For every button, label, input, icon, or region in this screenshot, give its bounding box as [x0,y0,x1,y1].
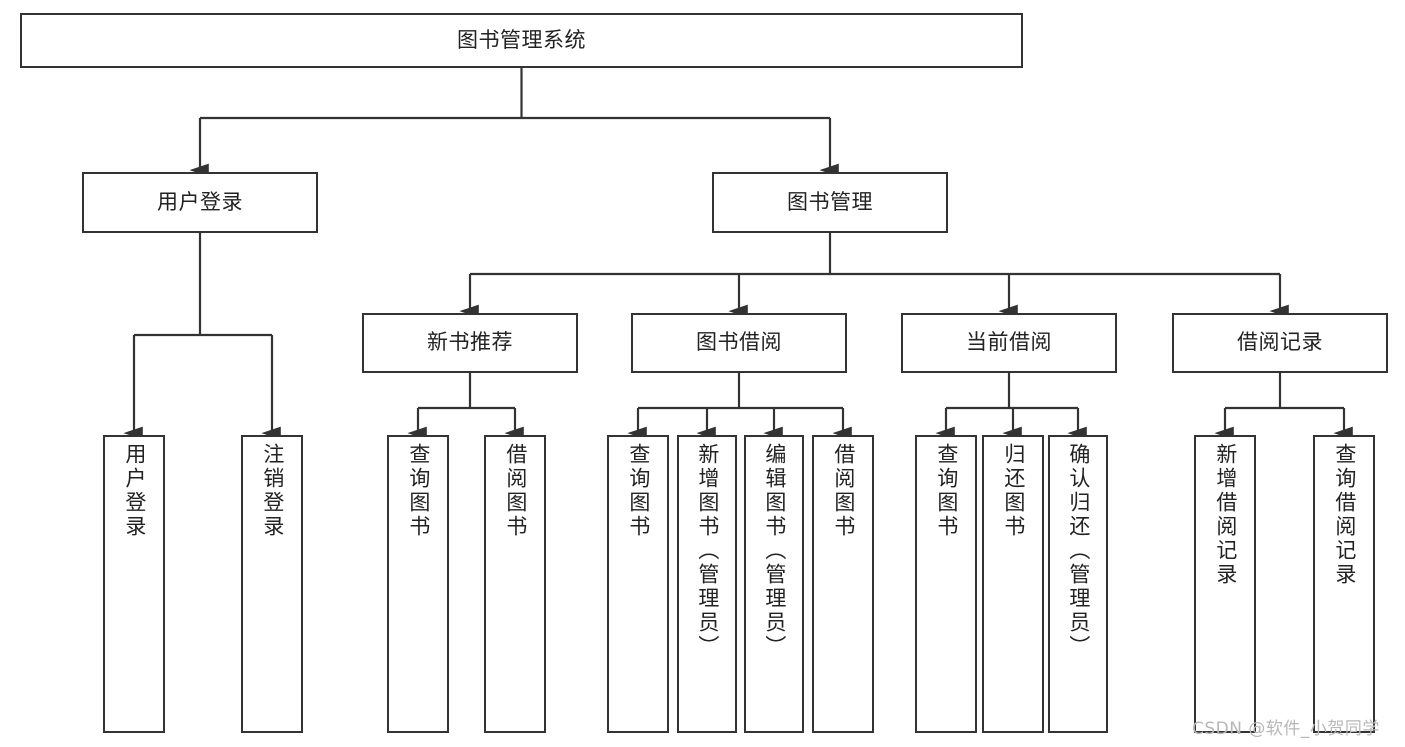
node-label: 图书借阅 [696,330,782,355]
node-label: 新增借阅记录 [1213,443,1238,587]
node-label: 图书管理 [787,189,873,214]
node-label: 查询借阅记录 [1332,443,1357,587]
node-label: 确认归还（管理员） [1066,443,1091,659]
node-leaf-query-book-2[interactable]: 查询图书 [607,435,669,733]
csdn-watermark: CSDN @软件_小贺同学 [1192,719,1380,739]
node-label: 借阅图书 [503,443,528,539]
node-leaf-query-book-3[interactable]: 查询图书 [915,435,977,733]
node-book-borrow[interactable]: 图书借阅 [631,313,847,373]
node-label: 新书推荐 [427,330,513,355]
node-label: 查询图书 [626,443,651,539]
node-leaf-edit-book[interactable]: 编辑图书（管理员） [744,435,804,733]
node-label: 查询图书 [934,443,959,539]
node-leaf-query-record[interactable]: 查询借阅记录 [1313,435,1375,733]
node-leaf-return-book[interactable]: 归还图书 [982,435,1044,733]
node-leaf-user-login[interactable]: 用户登录 [103,435,165,733]
node-borrow-record[interactable]: 借阅记录 [1172,313,1388,373]
node-label: 借阅记录 [1237,330,1323,355]
node-label: 归还图书 [1001,443,1026,539]
node-label: 新增图书（管理员） [695,443,720,659]
node-new-book-rec[interactable]: 新书推荐 [362,313,578,373]
node-book-manage[interactable]: 图书管理 [712,172,948,233]
node-leaf-confirm-return[interactable]: 确认归还（管理员） [1048,435,1108,733]
node-label: 编辑图书（管理员） [762,443,787,659]
node-user-login[interactable]: 用户登录 [82,172,318,233]
node-label: 查询图书 [406,443,431,539]
node-leaf-add-book[interactable]: 新增图书（管理员） [677,435,737,733]
node-current-borrow[interactable]: 当前借阅 [901,313,1117,373]
node-leaf-borrow-book-2[interactable]: 借阅图书 [812,435,874,733]
node-label: 用户登录 [157,189,243,214]
node-leaf-query-book-1[interactable]: 查询图书 [387,435,449,733]
node-leaf-add-record[interactable]: 新增借阅记录 [1194,435,1256,733]
node-label: 借阅图书 [831,443,856,539]
node-leaf-borrow-book-1[interactable]: 借阅图书 [484,435,546,733]
node-root[interactable]: 图书管理系统 [20,13,1023,68]
node-label: 当前借阅 [966,330,1052,355]
node-label: 图书管理系统 [457,27,586,52]
node-leaf-logout[interactable]: 注销登录 [241,435,303,733]
node-label: 用户登录 [122,443,147,539]
node-label: 注销登录 [260,443,285,539]
